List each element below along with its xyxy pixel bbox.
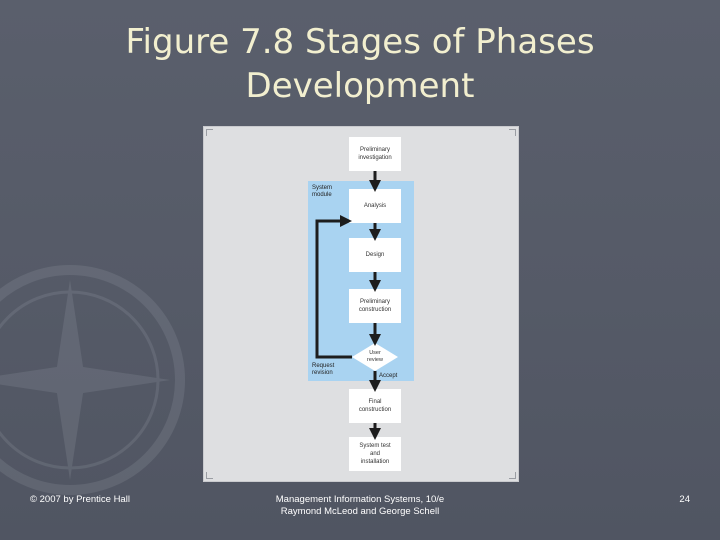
decision-user-review: User review (352, 343, 398, 371)
diamond-shape (352, 343, 398, 371)
panel-corner (509, 472, 516, 479)
footer-book-title: Management Information Systems, 10/e (275, 494, 445, 505)
stage-final-construction: Final construction (349, 389, 401, 423)
arrow-revision-loop (315, 215, 352, 359)
user-review-label: User review (367, 350, 383, 363)
request-revision-label: Request revision (312, 363, 335, 376)
footer-authors: Raymond McLeod and George Schell (280, 506, 440, 517)
accept-label: Accept (379, 373, 398, 379)
system-module-label: System module (312, 185, 333, 198)
stage-preliminary-construction: Preliminary construction (349, 289, 401, 323)
footer-book-info: Management Information Systems, 10/e Ray… (260, 494, 460, 518)
footer-copyright: © 2007 by Prentice Hall (30, 494, 130, 505)
figure-panel: System module Preliminary investigation … (203, 126, 519, 482)
panel-corner (509, 129, 516, 136)
panel-corner (206, 472, 213, 479)
page-number: 24 (679, 494, 690, 505)
panel-corner (206, 129, 213, 136)
stage-analysis: Analysis (349, 189, 401, 223)
title-line-1: Figure 7.8 Stages of Phases (125, 22, 595, 62)
compass-watermark (0, 265, 185, 495)
stage-system-test: System test and installation (349, 437, 401, 471)
stage-design: Design (349, 238, 401, 272)
flow-arrows (315, 171, 381, 440)
stage-preliminary-investigation: Preliminary investigation (349, 137, 401, 171)
title-line-2: Development (245, 66, 475, 106)
slide-title: Figure 7.8 Stages of Phases Development (60, 20, 660, 108)
